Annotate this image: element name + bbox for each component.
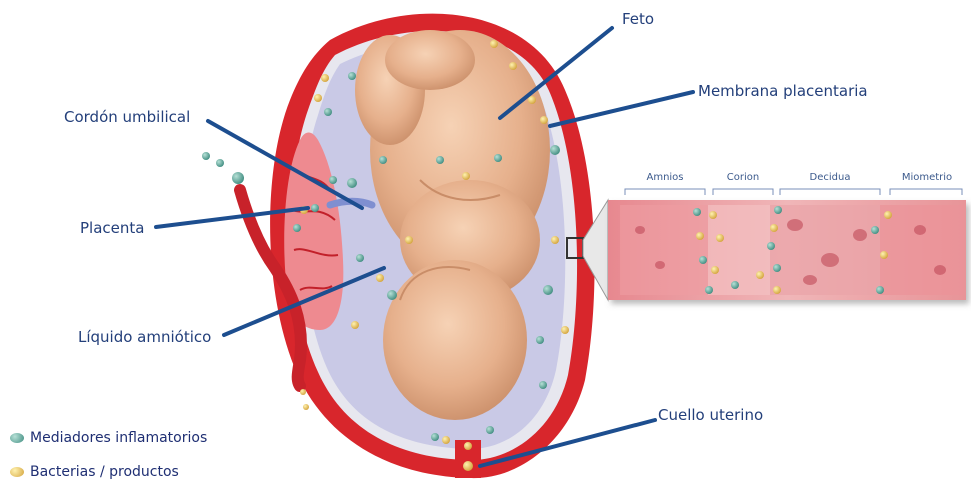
label-cordon-umbilical: Cordón umbilical xyxy=(64,108,190,126)
tissue-brackets xyxy=(625,189,962,195)
label-liquido-amniotico: Líquido amniótico xyxy=(78,328,211,346)
tissue-label-decidua: Decidua xyxy=(797,172,863,183)
label-cuello-uterino: Cuello uterino xyxy=(658,406,763,424)
tissue-label-miometrio: Miometrio xyxy=(892,172,962,183)
label-feto: Feto xyxy=(622,10,654,28)
legend-label-bacterias: Bacterias / productos xyxy=(30,464,179,480)
tissue-label-amnios: Amnios xyxy=(635,172,695,183)
legend-yellow-dot-icon xyxy=(10,467,24,477)
legend-label-mediadores: Mediadores inflamatorios xyxy=(30,430,207,446)
label-membrana-placentaria: Membrana placentaria xyxy=(698,82,868,100)
tissue-label-corion: Corion xyxy=(713,172,773,183)
legend-item-bacterias: Bacterias / productos xyxy=(10,464,179,480)
label-placenta: Placenta xyxy=(80,219,144,237)
tissue-inset-details xyxy=(620,205,964,295)
legend-green-dot-icon xyxy=(10,433,24,443)
legend-item-mediadores: Mediadores inflamatorios xyxy=(10,430,207,446)
